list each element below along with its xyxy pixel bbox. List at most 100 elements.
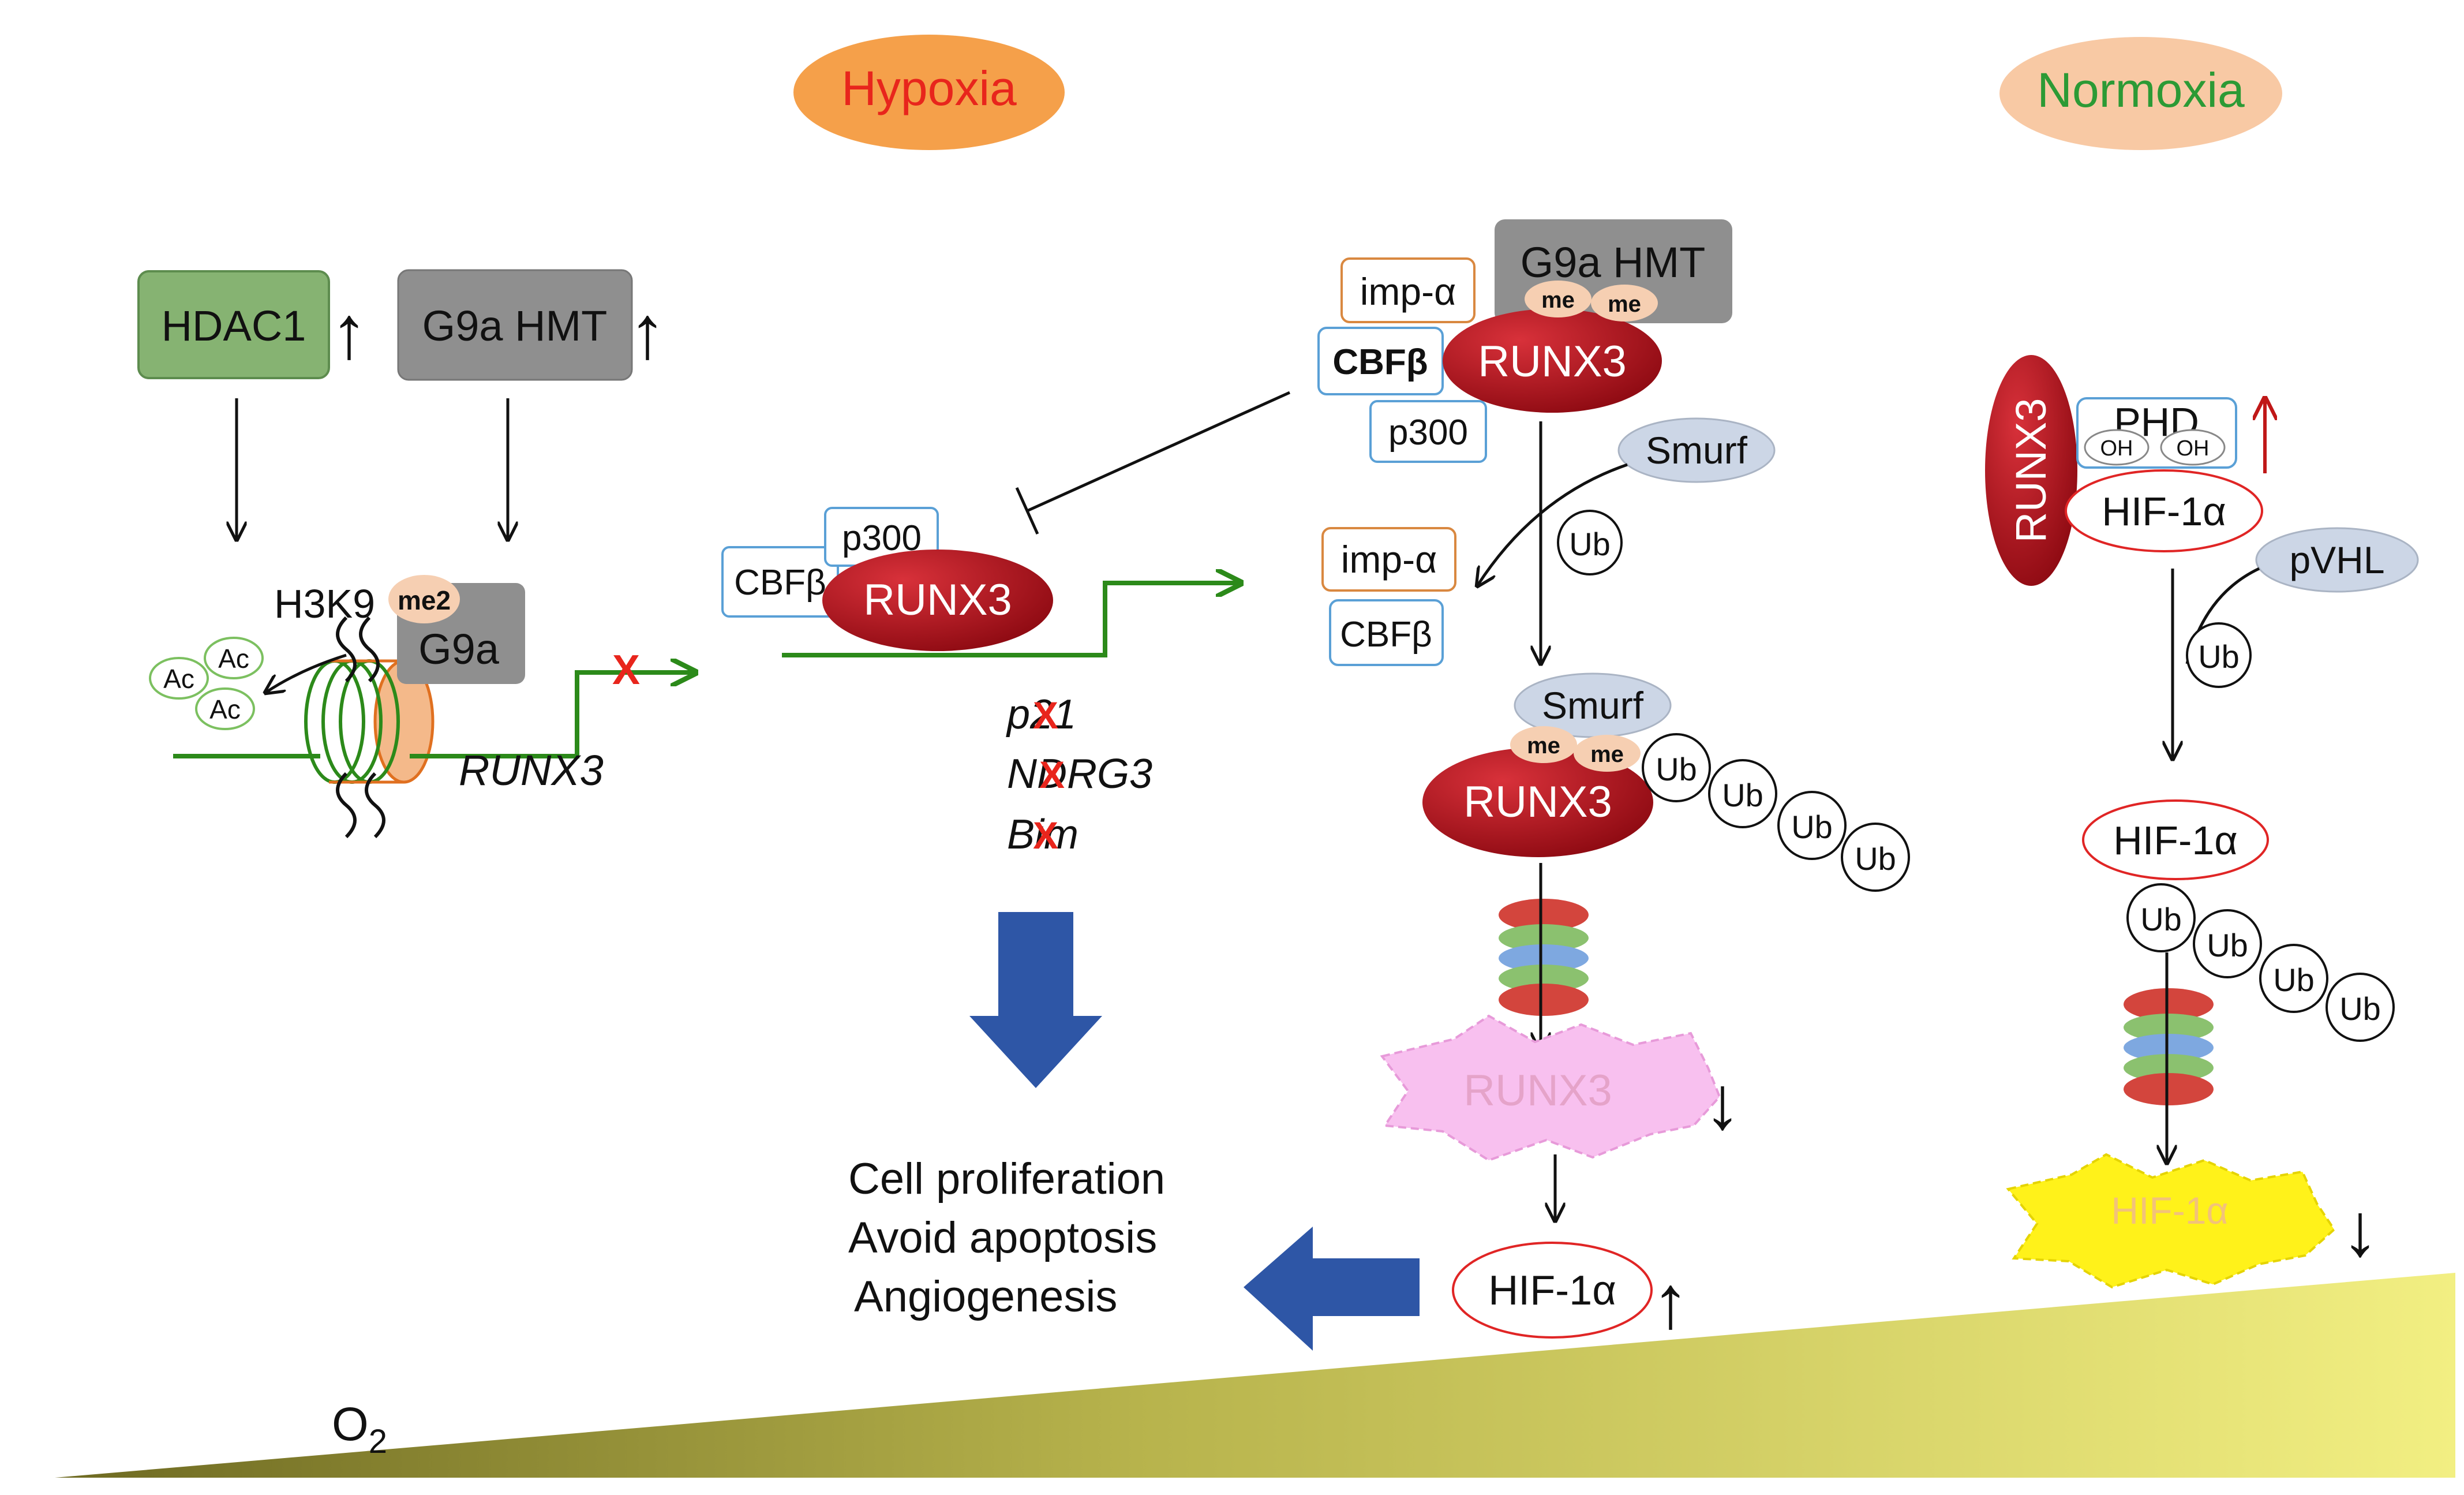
- o2-label: O2: [332, 1398, 387, 1460]
- pvhl-oval: pVHL: [2255, 527, 2419, 593]
- me-mark-4: me: [1574, 735, 1641, 772]
- svg-text:p21: p21: [1006, 692, 1076, 738]
- runx3-down-arrow: ↓: [1704, 1060, 1742, 1145]
- svg-text:RUNX3: RUNX3: [1463, 778, 1612, 827]
- svg-text:RUNX3: RUNX3: [1463, 1066, 1612, 1115]
- svg-text:Ub: Ub: [1656, 751, 1697, 787]
- svg-text:HIF-1α: HIF-1α: [2113, 818, 2237, 863]
- svg-text:Ub: Ub: [2207, 927, 2248, 963]
- svg-text:OH: OH: [2100, 436, 2133, 461]
- release-arrow: [1477, 463, 1628, 586]
- svg-text:HIF-1α: HIF-1α: [2111, 1189, 2228, 1232]
- svg-text:Ub: Ub: [2140, 901, 2182, 937]
- svg-text:Hypoxia: Hypoxia: [841, 61, 1017, 115]
- svg-text:Ub: Ub: [1791, 809, 1833, 845]
- runx3-vertical: RUNX3: [1985, 355, 2077, 586]
- smurf-oval-bound: Smurf: [1514, 672, 1672, 738]
- svg-text:NDRG3: NDRG3: [1007, 751, 1152, 797]
- svg-text:CBFβ: CBFβ: [1340, 615, 1432, 655]
- hif1a-up-arrow: ↑: [1652, 1259, 1690, 1344]
- hdac1-box: HDAC1: [137, 270, 330, 379]
- svg-text:me2: me2: [398, 585, 451, 615]
- svg-text:RUNX3: RUNX3: [863, 575, 1012, 625]
- proteasome-icon: [1499, 899, 1589, 1016]
- normoxia-header: Normoxia: [1999, 37, 2282, 150]
- svg-text:CBFβ: CBFβ: [1332, 342, 1428, 382]
- runx3-promoter-dna-strand: [173, 672, 695, 758]
- ub-tag-smurf: Ub: [1557, 510, 1623, 575]
- me-mark-1: me: [1525, 281, 1592, 317]
- oxygen-gradient-wedge: [55, 1273, 2455, 1478]
- svg-text:Smurf: Smurf: [1542, 684, 1644, 727]
- svg-text:Normoxia: Normoxia: [2037, 63, 2245, 117]
- hif1a-degraded: HIF-1α: [2006, 1153, 2336, 1289]
- p300-box-complex: p300: [1369, 400, 1487, 463]
- me-mark-2: me: [1591, 285, 1658, 322]
- svg-text:HIF-1α: HIF-1α: [1488, 1268, 1616, 1314]
- svg-text:Ub: Ub: [2198, 638, 2240, 675]
- svg-text:Ub: Ub: [2273, 962, 2315, 998]
- oh-mark-1: OH: [2084, 429, 2150, 466]
- svg-text:Ub: Ub: [1722, 777, 1763, 813]
- svg-text:Ac: Ac: [218, 644, 249, 674]
- svg-text:RUNX3: RUNX3: [2007, 398, 2055, 543]
- svg-text:Bim: Bim: [1007, 812, 1079, 858]
- svg-text:imp-α: imp-α: [1341, 538, 1437, 581]
- acetyl-removal-arrow: [265, 653, 347, 693]
- svg-text:RUNX3: RUNX3: [1478, 337, 1627, 386]
- hif1a-down-arrow: ↓: [2342, 1187, 2379, 1272]
- svg-text:me: me: [1541, 287, 1575, 313]
- runx3-degraded: RUNX3: [1380, 1014, 1721, 1162]
- hif1a-oval-ubiquitinated: HIF-1α: [2082, 799, 2269, 880]
- svg-text:Cell proliferation: Cell proliferation: [848, 1154, 1165, 1204]
- ub-tag-pvhl: Ub: [2186, 622, 2252, 688]
- ub-chain-hif: Ub Ub Ub Ub: [2126, 883, 2395, 1042]
- svg-text:X: X: [1033, 814, 1058, 857]
- runx3-complex: RUNX3: [1443, 309, 1662, 413]
- svg-text:Ac: Ac: [163, 664, 194, 694]
- big-left-arrow: [1244, 1227, 1420, 1351]
- svg-text:G9a HMT: G9a HMT: [1521, 238, 1706, 286]
- target-gene-dna: [782, 583, 1241, 657]
- svg-text:X: X: [1033, 694, 1058, 737]
- imp-alpha-box-complex: imp-α: [1340, 257, 1476, 323]
- me-mark-3: me: [1510, 726, 1577, 763]
- ub-chain-runx3: Ub Ub Ub Ub: [1642, 733, 1910, 892]
- smurf-oval: Smurf: [1617, 417, 1776, 483]
- svg-text:Angiogenesis: Angiogenesis: [854, 1272, 1117, 1321]
- svg-text:G9a HMT: G9a HMT: [422, 302, 608, 350]
- hypoxia-header: Hypoxia: [793, 35, 1065, 150]
- runx3-gene-label: RUNX3: [459, 746, 604, 794]
- svg-text:Ub: Ub: [1569, 526, 1611, 562]
- cbfb-box-promoter: CBFβ: [721, 546, 839, 618]
- imp-alpha-box-released: imp-α: [1321, 527, 1456, 592]
- svg-text:HDAC1: HDAC1: [162, 302, 306, 350]
- svg-text:Ub: Ub: [2339, 991, 2381, 1027]
- proteasome-icon-normoxia: [2124, 988, 2214, 1105]
- svg-text:me: me: [1527, 733, 1560, 758]
- runx3-transcription-block: X: [612, 647, 640, 693]
- svg-text:me: me: [1608, 291, 1641, 317]
- svg-text:CBFβ: CBFβ: [734, 563, 826, 603]
- inhibition-line: [1015, 391, 1291, 535]
- svg-text:Ub: Ub: [1855, 840, 1896, 877]
- h3k9-label: H3K9: [274, 581, 375, 626]
- cbfb-box-complex: CBFβ: [1317, 327, 1444, 395]
- svg-text:imp-α: imp-α: [1360, 270, 1456, 313]
- acetyl-mark-2: Ac: [149, 657, 209, 700]
- hdac1-up-arrow: ↑: [331, 290, 368, 374]
- cbfb-box-released: CBFβ: [1329, 599, 1444, 666]
- acetyl-mark-3: Ac: [195, 687, 255, 730]
- g9a-up-arrow: ↑: [629, 290, 666, 374]
- runx3-on-promoter: RUNX3: [822, 550, 1053, 651]
- svg-text:pVHL: pVHL: [2289, 539, 2384, 581]
- svg-text:HIF-1α: HIF-1α: [2102, 489, 2226, 534]
- svg-text:Ac: Ac: [209, 694, 241, 724]
- oh-mark-2: OH: [2160, 429, 2226, 466]
- hif1a-oval-hypoxia: HIF-1α: [1452, 1242, 1653, 1339]
- outcomes: Cell proliferation Avoid apoptosis Angio…: [848, 1154, 1165, 1321]
- big-down-arrow: [969, 912, 1102, 1088]
- svg-text:X: X: [1039, 753, 1065, 796]
- svg-text:p300: p300: [1388, 413, 1468, 453]
